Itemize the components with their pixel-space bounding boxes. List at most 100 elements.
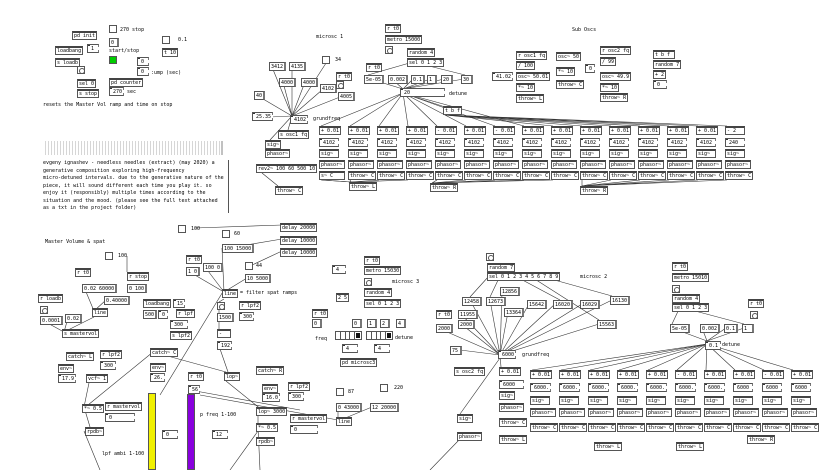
10-5000-message-box[interactable]: 10 5000 [245,274,272,283]
osc1-0-01-box[interactable]: + 0.01 [319,126,342,135]
bang-button[interactable] [217,302,225,310]
4005-message-box[interactable]: 4005 [338,92,356,101]
throw-l-object-box[interactable]: throw~ L [676,442,705,451]
s-loadb-object-box[interactable]: s loadb [55,58,81,67]
15642-message-box[interactable]: 15642 [527,300,548,309]
0-1-number-box[interactable]: 0.1 [705,341,721,350]
2-object-box[interactable]: + 2 [653,70,667,79]
bang-button[interactable] [672,285,680,293]
bang-button[interactable] [486,253,494,261]
bang-button[interactable] [77,66,85,74]
99-object-box[interactable]: / 99 [600,57,617,66]
4102-message-box[interactable]: 4102 [320,84,338,93]
osc2-phasor-box[interactable]: phasor~ [617,408,643,417]
sel-0-1-2-3-object-box[interactable]: sel 0 1 2 3 [672,303,710,312]
s-osc2-fq-object-box[interactable]: s osc2 fq [454,367,486,376]
osc1-0-01-box[interactable]: + 0.01 [609,126,632,135]
12673-message-box[interactable]: 12673 [486,297,507,306]
s-lpf2-object-box[interactable]: s lpf2 [170,331,193,340]
lop-3000-object-box[interactable]: lop~ 3000 [256,407,288,416]
osc2-0-01-box[interactable]: + 0.01 [617,370,640,379]
osc2-throw-c-box[interactable]: throw~ C [733,423,762,432]
12-number-box[interactable]: 12 [212,430,228,439]
s-stop-object-box[interactable]: s stop [77,89,100,98]
12-20000-message-box[interactable]: 12 20000 [370,403,400,412]
30-message-box[interactable]: 30 [461,75,473,84]
phasor-object-box[interactable]: phasor~ [265,149,291,158]
osc1-4102-box[interactable]: 4102 [464,138,484,147]
r-t0-object-box[interactable]: r t0 [364,256,381,265]
osc1-0-01-box[interactable]: + 0.01 [667,126,690,135]
300-number-box[interactable]: 300 [288,392,304,401]
osc1-throw-c-box[interactable]: throw~ C [406,171,435,180]
0-number-box[interactable]: 0 [653,80,667,89]
osc2-sig-box[interactable]: sig~ [733,396,753,405]
metro-15000-object-box[interactable]: metro 15000 [385,35,423,44]
osc1-sig-box[interactable]: sig~ [725,149,745,158]
r-t0-object-box[interactable]: r t0 [188,372,205,381]
osc1-throw-c-box[interactable]: throw~ C [638,171,667,180]
value-object-box[interactable]: - [217,329,231,338]
env-object-box[interactable]: env~ [150,363,167,372]
4-number-box[interactable]: 4 [374,344,390,353]
r-stop-object-box[interactable]: r stop [127,272,150,281]
0-002-message-box[interactable]: 0.002 [700,324,721,333]
toggle-button[interactable] [380,384,388,392]
1-0-message-box[interactable]: 1 0 [186,267,201,276]
r-mastervol-object-box[interactable]: r mastervol [105,402,143,411]
osc1-4102-box[interactable]: 4102 [696,138,716,147]
osc2-0-01-box[interactable]: + 0.01 [791,370,814,379]
random-4-object-box[interactable]: random 4 [407,48,436,57]
osc1-throw-c-box[interactable]: throw~ C [580,171,609,180]
osc2-6000-box[interactable]: 6000. [559,383,581,392]
delay-10000-object-box[interactable]: delay 10000 [280,248,318,257]
osc2-throw-c-box[interactable]: throw~ C [704,423,733,432]
rpdb-object-box[interactable]: rpdb~ [85,427,105,436]
r-t0-object-box[interactable]: r t0 [312,309,329,318]
5e-05-message-box[interactable]: 5e-05 [364,75,385,84]
toggle-button[interactable] [178,225,186,233]
osc1-sig-box[interactable]: sig~ [348,149,368,158]
2-5-object-box[interactable]: 2 5 [336,293,350,302]
56-number-box[interactable]: 56 [188,385,201,394]
osc2-6000-box[interactable]: 6000. [530,383,552,392]
bang-button[interactable] [364,278,372,286]
osc1-4102-box[interactable]: 4102 [580,138,600,147]
sel-0-object-box[interactable]: sel 0 [77,79,97,88]
catch-c-object-box[interactable]: catch~ C [150,348,179,357]
osc2-phasor-box[interactable]: phasor~ [675,408,701,417]
osc-50-01-object-box[interactable]: osc~ 50.01 [516,72,551,81]
2000-message-box[interactable]: 2000 [436,324,454,333]
osc2-phasor-box[interactable]: phasor~ [762,408,788,417]
throw-c-object-box[interactable]: throw~ C [556,80,585,89]
500-message-box[interactable]: 500 [143,310,158,319]
toggle-button[interactable] [109,25,117,33]
toggle-button[interactable] [245,262,253,270]
16130-message-box[interactable]: 16130 [610,296,631,305]
osc2-sig-box[interactable]: sig~ [704,396,724,405]
osc1-phasor-box[interactable]: phasor~ [580,160,606,169]
osc1-sig-box[interactable]: sig~ [435,149,455,158]
sel-0-1-2-3-object-box[interactable]: sel 0 1 2 3 [364,299,402,308]
osc1-0-01-box[interactable]: + 0.01 [580,126,603,135]
loadbang-object-box[interactable]: loadbang [143,299,172,308]
hradio-selector[interactable] [335,331,362,340]
throw-c-object-box[interactable]: throw~ C [499,418,528,427]
0-number-box[interactable]: 0 [158,310,168,319]
osc1-throw-c-box[interactable]: throw~ C [725,171,754,180]
r-t0-object-box[interactable]: r t0 [186,255,203,264]
osc1-0-01-box[interactable]: + 0.01 [464,126,487,135]
16029-message-box[interactable]: 16029 [580,300,601,309]
4000-message-box[interactable]: 4000 [279,78,297,87]
osc1-0-01-box[interactable]: + 0.01 [638,126,661,135]
12856-message-box[interactable]: 12856 [500,287,521,296]
env-object-box[interactable]: env~ [262,384,279,393]
osc1-throw-c-box[interactable]: throw~ C [435,171,464,180]
0-5-object-box[interactable]: *~ 0.5 [256,423,279,432]
r-osc1-fq-object-box[interactable]: r osc1 fq [516,51,548,60]
osc2-0-01-box[interactable]: + 0.01 [733,370,756,379]
osc2-phasor-box[interactable]: phasor~ [559,408,585,417]
sel-0-1-2-3-object-box[interactable]: sel 0 1 2 3 [407,58,445,67]
41-02-number-box[interactable]: 41.02 [492,72,514,81]
